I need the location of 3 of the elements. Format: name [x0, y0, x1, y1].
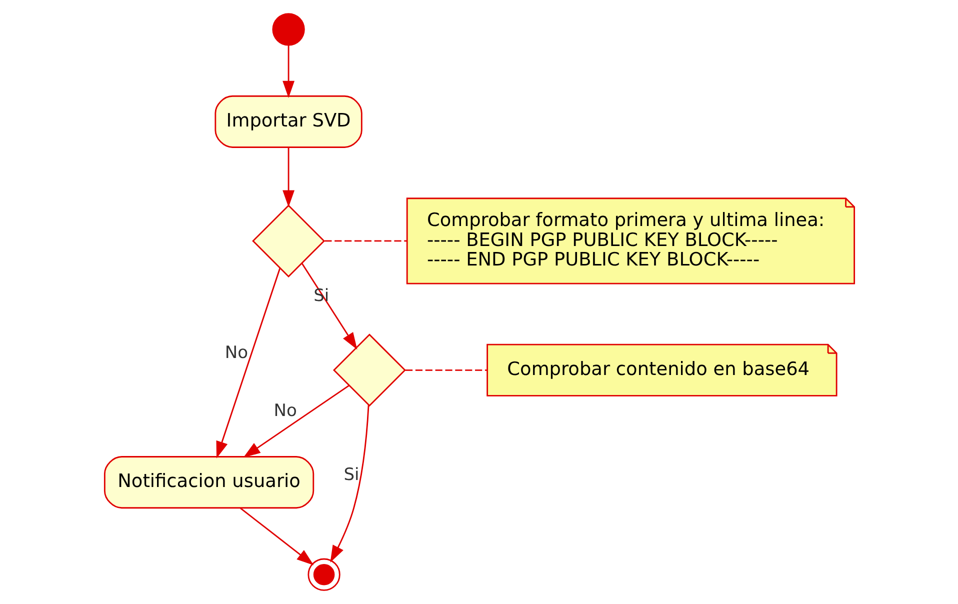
edge-label: No: [224, 342, 248, 363]
edge-label: Si: [343, 464, 359, 485]
edge-label: No: [273, 400, 296, 421]
